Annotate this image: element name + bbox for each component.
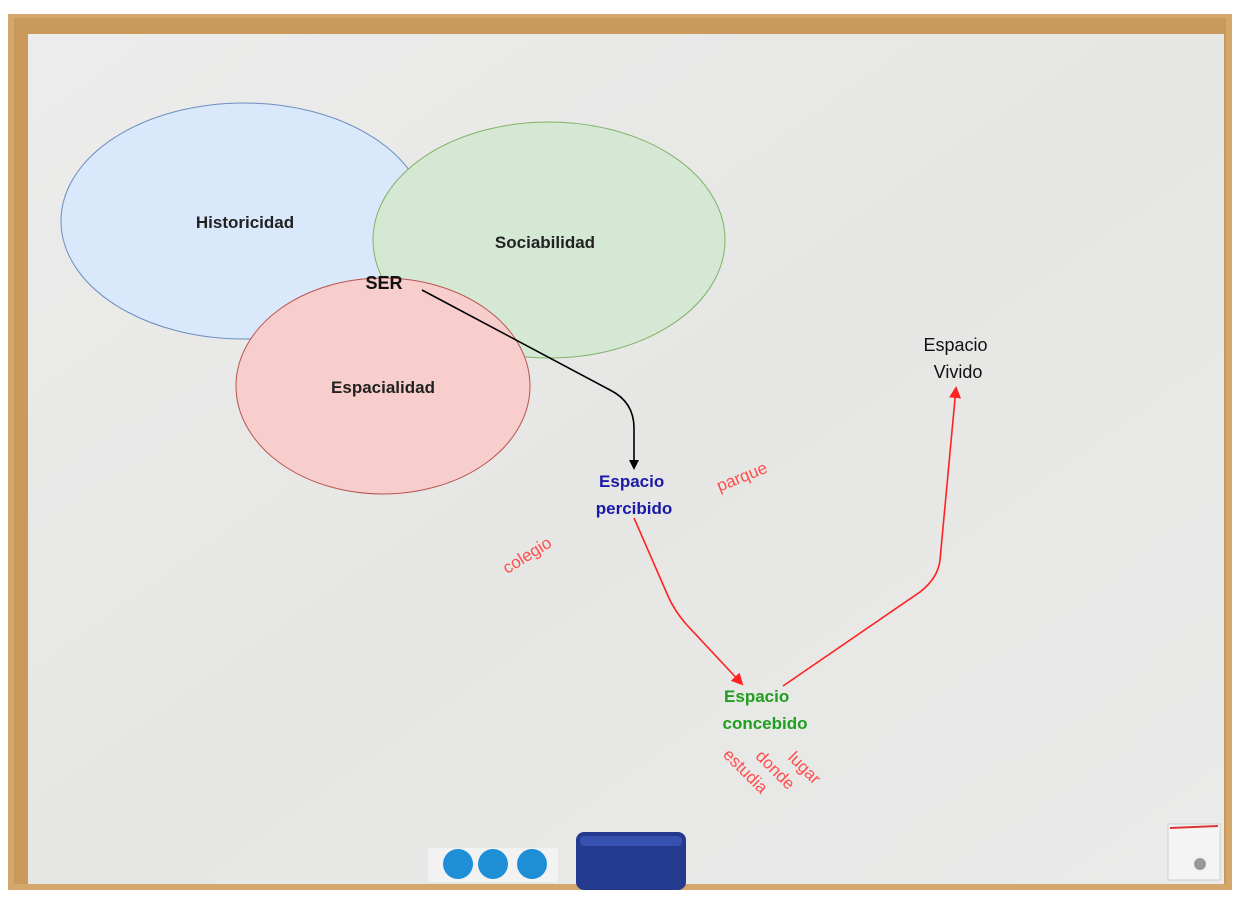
espacio-percibido-line1: Espacio: [599, 472, 664, 491]
espacio-concebido-label: Espacio concebido: [722, 687, 807, 733]
espacio-vivido-line2: Vivido: [934, 362, 983, 382]
percibido-to-concebido-arrow: [633, 517, 744, 686]
magnets: [428, 848, 558, 882]
magnet-3: [517, 849, 547, 879]
espacio-percibido-label: Espacio percibido: [596, 472, 673, 518]
magnet-bag-body: [1167, 823, 1221, 881]
magnet-2: [478, 849, 508, 879]
magnet-1: [443, 849, 473, 879]
magnet-bag-seal: [1169, 825, 1219, 829]
espacio-concebido-line1: Espacio: [724, 687, 789, 706]
sociabilidad-label: Sociabilidad: [495, 233, 595, 252]
eraser-body: [576, 832, 686, 890]
espacio-percibido-line2: percibido: [596, 499, 673, 518]
ser-label: SER: [365, 273, 402, 293]
ser-to-percibido-arrow: [421, 289, 639, 470]
espacio-vivido-label: Espacio Vivido: [923, 335, 992, 382]
historicidad-label: Historicidad: [196, 213, 294, 232]
espacialidad-circle: [235, 277, 531, 495]
espacialidad-label: Espacialidad: [331, 378, 435, 397]
concebido-to-vivido-arrow: [782, 386, 962, 687]
magnet-bag: [1167, 823, 1221, 881]
espacio-vivido-line1: Espacio: [923, 335, 987, 355]
eraser: [576, 832, 686, 890]
espacio-concebido-line2: concebido: [722, 714, 807, 733]
magnet-bag-item: [1194, 858, 1206, 870]
eraser-top: [580, 836, 682, 846]
